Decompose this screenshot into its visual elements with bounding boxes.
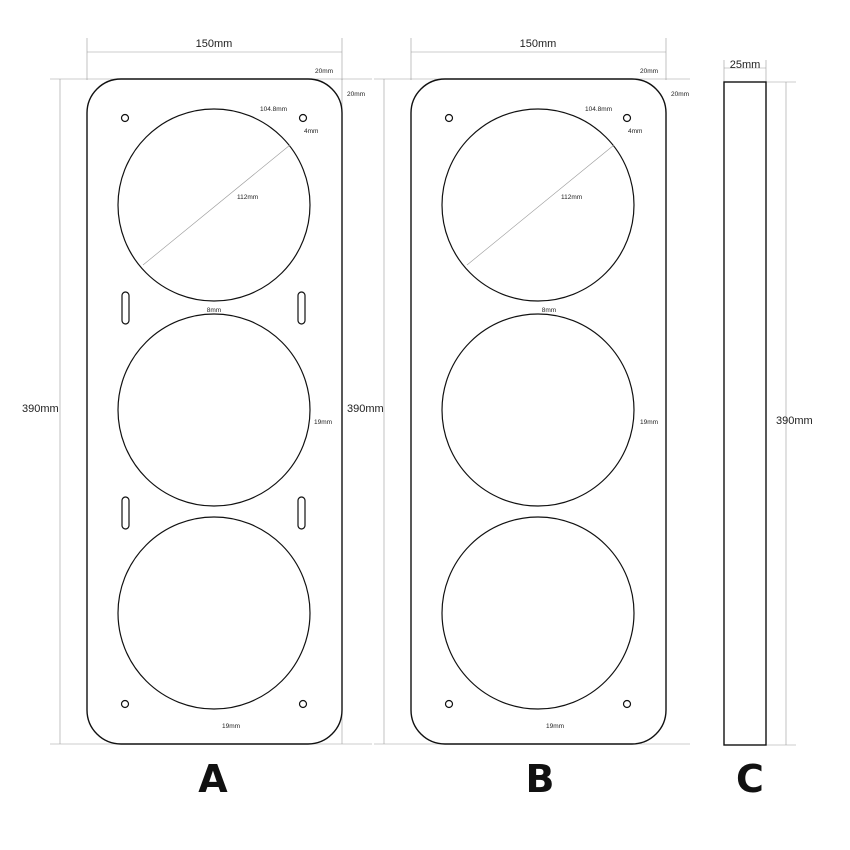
panel-b-mount-hole-br bbox=[622, 699, 632, 709]
panel-b-height-dim: 390mm bbox=[347, 403, 384, 415]
panel-a-hole-spacing-dim: 104.8mm bbox=[260, 106, 287, 113]
panel-a-height-dim: 390mm bbox=[22, 403, 59, 415]
panel-b-width-dim: 150mm bbox=[520, 38, 557, 50]
panel-b-hole-dia-dim: 4mm bbox=[628, 128, 642, 135]
panel-a-mount-hole-br bbox=[298, 699, 308, 709]
panel-c-outline bbox=[723, 81, 767, 746]
panel-a-mount-hole-bl bbox=[120, 699, 130, 709]
panel-a-cutout-bottom bbox=[117, 516, 311, 710]
panel-a-hole-dia-dim: 4mm bbox=[304, 128, 318, 135]
panel-b-hole-spacing-dim: 104.8mm bbox=[585, 106, 612, 113]
panel-a-label: A bbox=[198, 757, 228, 801]
panel-b-gap-dim: 8mm bbox=[542, 307, 556, 314]
panel-a-edge-dim: 20mm bbox=[347, 91, 365, 98]
panel-a-slot-2 bbox=[297, 291, 306, 325]
panel-c-height-dim: 390mm bbox=[776, 415, 813, 427]
panel-a-gap-dim: 8mm bbox=[207, 307, 221, 314]
panel-a-mount-hole-tr bbox=[298, 113, 308, 123]
panel-b-corner-dim: 20mm bbox=[640, 68, 658, 75]
panel-a-cutout-top bbox=[117, 108, 311, 302]
panel-a-slot-3 bbox=[121, 496, 130, 530]
panel-c: 25mm 390mm C bbox=[723, 59, 813, 801]
panel-b-mount-hole-tl bbox=[444, 113, 454, 123]
panel-b-bottom-margin-dim: 19mm bbox=[546, 723, 564, 730]
panel-a-corner-dim: 20mm bbox=[315, 68, 333, 75]
panel-b-cutout-top bbox=[441, 108, 635, 302]
panel-a-cutout-middle bbox=[117, 313, 311, 507]
panel-c-width-dim: 25mm bbox=[730, 59, 761, 71]
panel-a-slot-1 bbox=[121, 291, 130, 325]
panel-a-circle-dia-dim: 112mm bbox=[237, 194, 258, 201]
panel-b-circle-dia-dim: 112mm bbox=[561, 194, 582, 201]
panel-a-slot-4 bbox=[297, 496, 306, 530]
panel-a-bottom-margin-dim: 19mm bbox=[222, 723, 240, 730]
panel-b-cutout-middle bbox=[441, 313, 635, 507]
panel-c-label: C bbox=[736, 757, 764, 801]
panel-a: 150mm 20mm 20mm 104.8mm 4mm 112mm 8mm 39… bbox=[22, 38, 372, 801]
panel-a-mount-hole-tl bbox=[120, 113, 130, 123]
panel-c-dimension-lines bbox=[723, 60, 796, 746]
panel-b: 150mm 20mm 20mm 104.8mm 4mm 112mm 8mm 39… bbox=[347, 38, 690, 801]
panel-b-edge-dim: 20mm bbox=[671, 91, 689, 98]
panel-b-side-margin-dim: 19mm bbox=[640, 419, 658, 426]
panel-b-mount-hole-bl bbox=[444, 699, 454, 709]
panel-a-width-dim: 150mm bbox=[196, 38, 233, 50]
panel-b-cutout-bottom bbox=[441, 516, 635, 710]
panel-a-side-margin-dim: 19mm bbox=[314, 419, 332, 426]
panel-b-label: B bbox=[526, 757, 555, 801]
panel-b-mount-hole-tr bbox=[622, 113, 632, 123]
